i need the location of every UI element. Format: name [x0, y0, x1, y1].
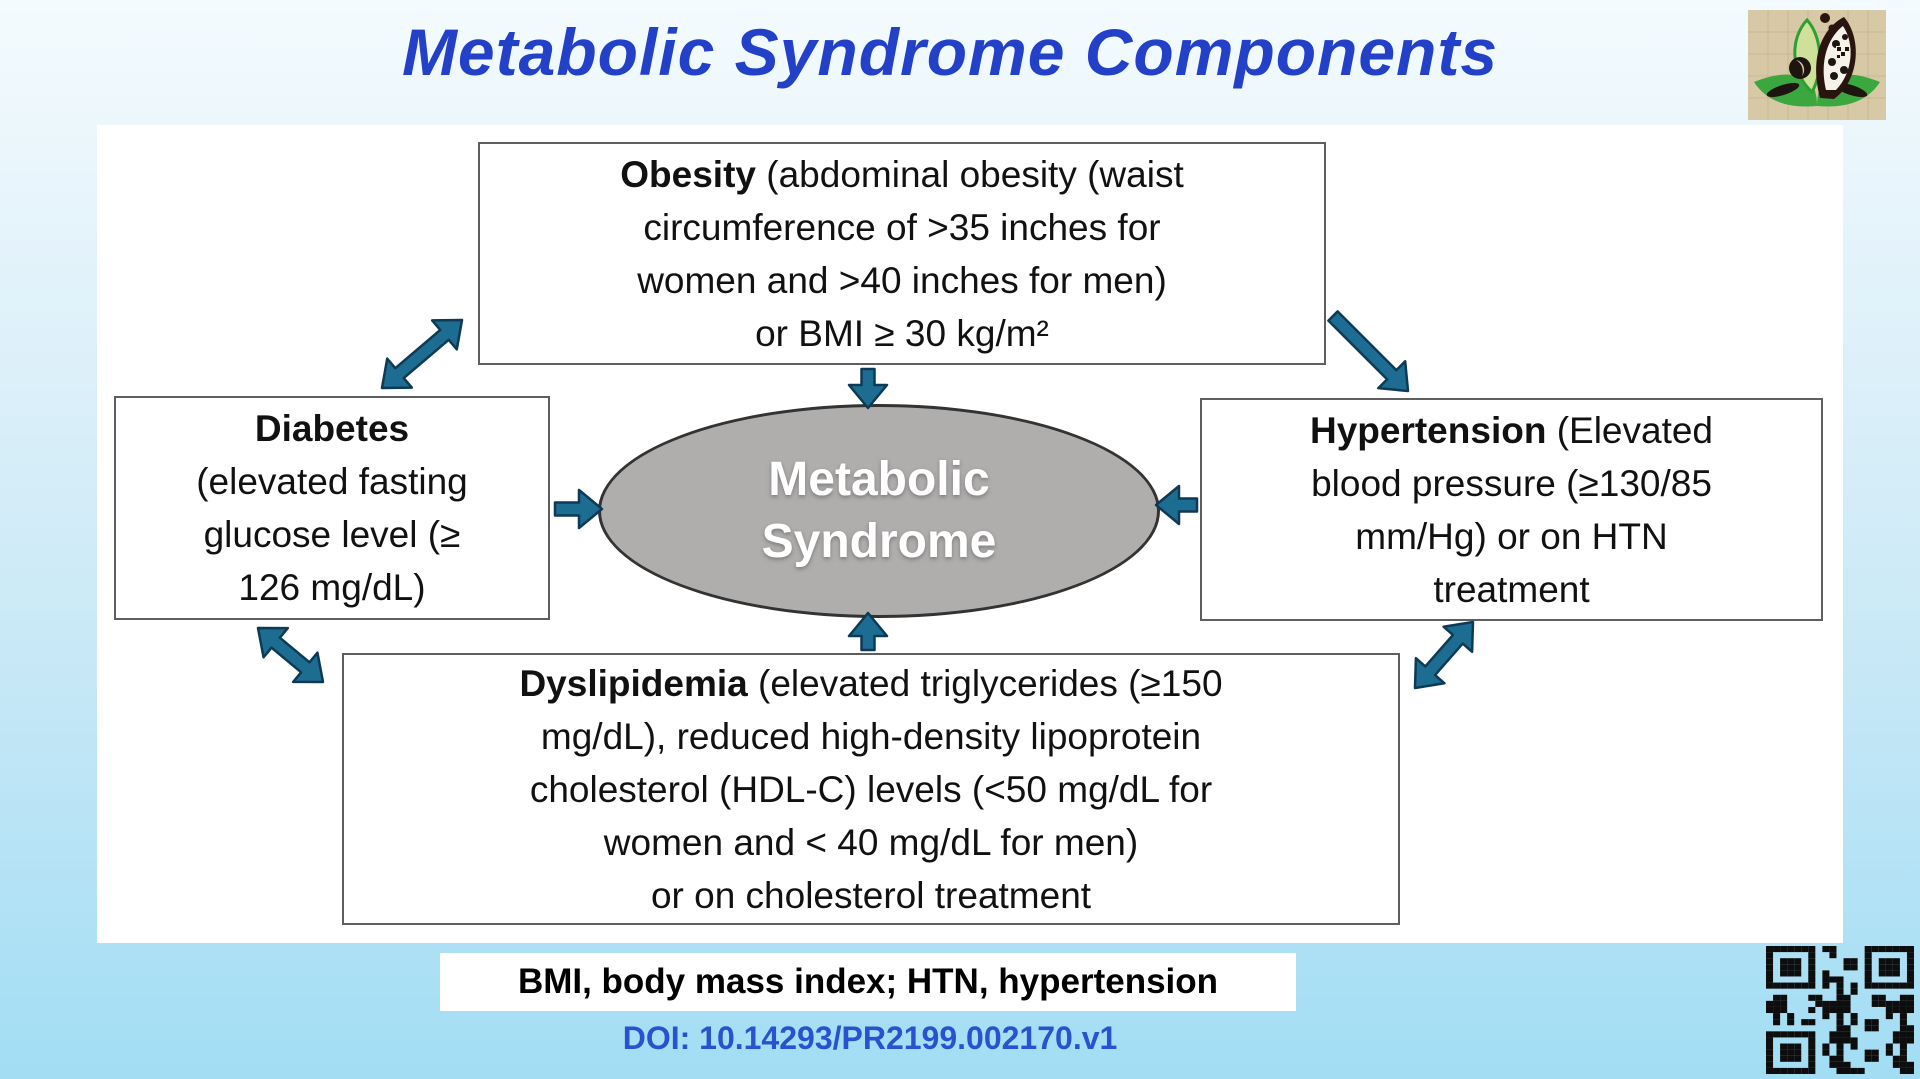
diabetes-box: Diabetes (elevated fasting glucose level…: [114, 396, 550, 620]
diabetes-text: Diabetes (elevated fasting glucose level…: [124, 402, 540, 614]
lotus-logo-icon: [1748, 10, 1886, 120]
hypertension-title: Hypertension: [1309, 409, 1547, 451]
dyslipidemia-title: Dyslipidemia: [519, 662, 748, 704]
page-title: Metabolic Syndrome Components: [401, 15, 1499, 89]
hypertension-text: Hypertension (Elevated blood pressure (≥…: [1210, 404, 1813, 616]
diabetes-title: Diabetes: [254, 408, 410, 449]
ellipse-label: Metabolic Syndrome: [761, 453, 997, 568]
metabolic-syndrome-ellipse: Metabolic Syndrome: [598, 404, 1160, 618]
obesity-text: Obesity (abdominal obesity (waist circum…: [488, 148, 1316, 360]
footnote-bar: BMI, body mass index; HTN, hypertension: [440, 953, 1296, 1011]
dyslipidemia-body: (elevated triglycerides (≥150 mg/dL), re…: [529, 662, 1223, 916]
obesity-title: Obesity: [620, 153, 756, 195]
doi-text: DOI: 10.14293/PR2199.002170.v1: [622, 1020, 1118, 1056]
dyslipidemia-text: Dyslipidemia (elevated triglycerides (≥1…: [352, 657, 1390, 922]
hypertension-body: (Elevated blood pressure (≥130/85 mm/Hg)…: [1311, 409, 1714, 610]
dyslipidemia-box: Dyslipidemia (elevated triglycerides (≥1…: [342, 653, 1400, 925]
qr-code-icon: [1766, 946, 1914, 1074]
hypertension-box: Hypertension (Elevated blood pressure (≥…: [1200, 398, 1823, 621]
obesity-body: (abdominal obesity (waist circumference …: [637, 153, 1184, 354]
footnote-text: BMI, body mass index; HTN, hypertension: [517, 962, 1219, 1001]
diabetes-body: (elevated fasting glucose level (≥ 126 m…: [196, 461, 468, 608]
obesity-box: Obesity (abdominal obesity (waist circum…: [478, 142, 1326, 365]
